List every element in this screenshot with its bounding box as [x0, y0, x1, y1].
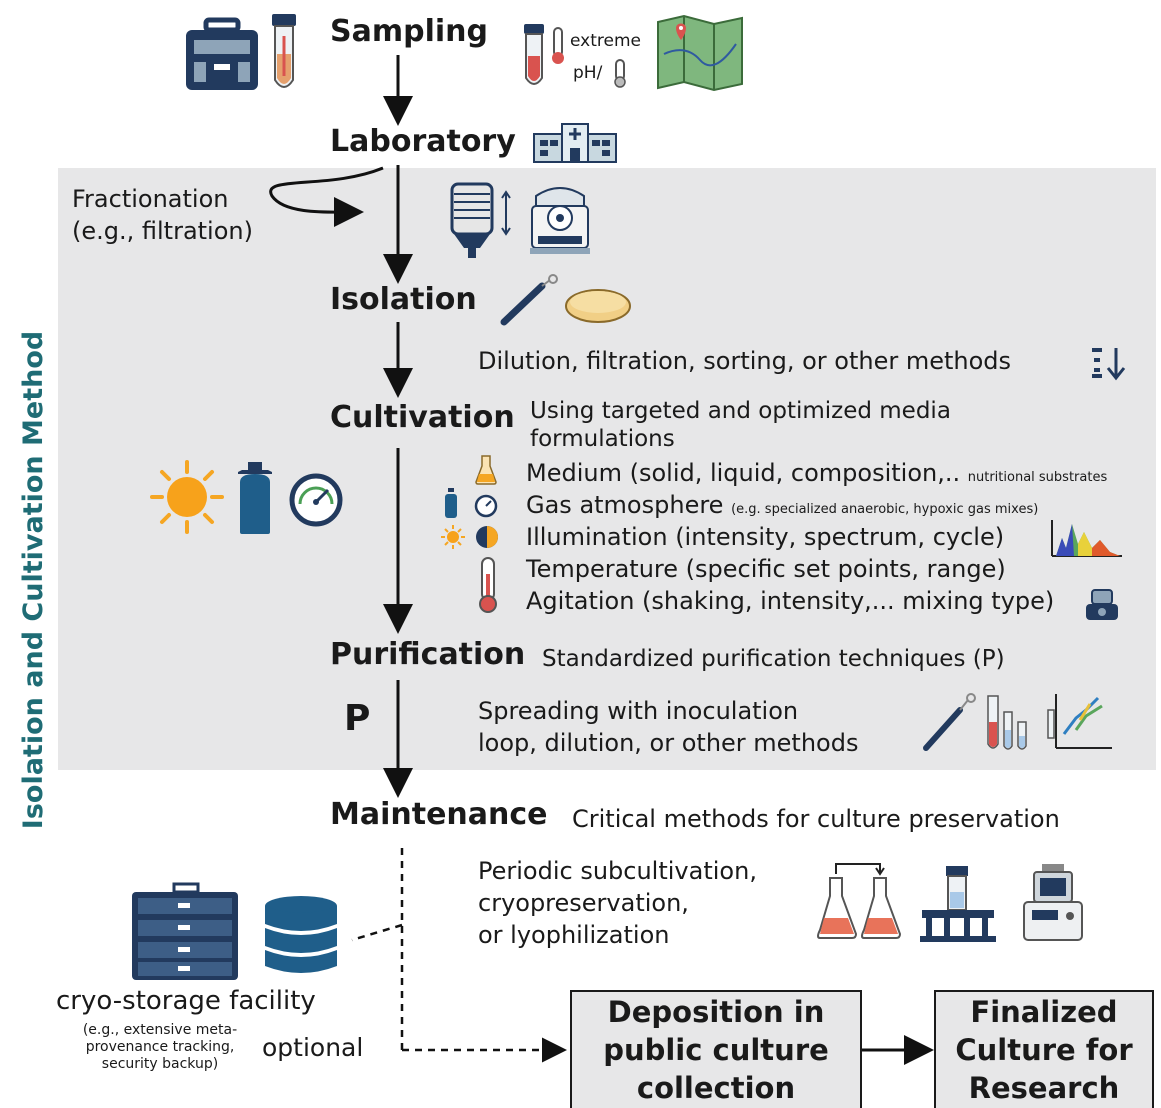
deposition-line1: Deposition in — [607, 995, 825, 1029]
small-gauge-icon — [474, 494, 498, 518]
temperature-condition: Temperature (specific set points, range) — [526, 555, 1006, 583]
laboratory-building-icon — [533, 123, 617, 163]
medium-condition-detail: nutritional substrates — [967, 470, 1108, 485]
small-gas-cylinder-icon — [445, 488, 457, 518]
spectrum-icon — [1051, 520, 1122, 557]
final-line1: Finalized — [970, 995, 1118, 1029]
step-isolation: Isolation — [330, 282, 477, 317]
shaker-icon — [1086, 589, 1118, 620]
map-icon — [657, 14, 743, 92]
finalized-culture-box: Finalized Culture for Research — [934, 990, 1154, 1108]
toolbox-icon — [186, 17, 258, 90]
preservation-line3: or lyophilization — [478, 921, 670, 949]
gas-cylinder-icon — [238, 462, 272, 534]
flask-icon — [475, 455, 497, 485]
step-cultivation: Cultivation — [330, 400, 515, 435]
fractionation-loop — [269, 166, 384, 228]
gauge-icon — [289, 473, 343, 527]
cryo-rack-icon — [920, 866, 996, 942]
deposition-line2: public culture — [603, 1033, 829, 1067]
optional-label: optional — [262, 1033, 364, 1062]
dilution-tubes-icon — [987, 695, 1027, 750]
small-sun-icon — [441, 525, 465, 549]
preservation-line1: Periodic subcultivation, — [478, 857, 757, 885]
cryo-detail-3: security backup) — [101, 1056, 219, 1072]
purification-note: Standardized purification techniques (P) — [542, 646, 1005, 672]
dashed-to-cryo — [351, 923, 403, 942]
step-purification: Purification — [330, 637, 526, 672]
cryo-title: cryo-storage facility — [56, 986, 316, 1016]
database-icon — [265, 896, 337, 973]
extreme-note: extreme — [570, 31, 641, 51]
preservation-line2: cryopreservation, — [478, 889, 689, 917]
centrifuge-icon — [530, 187, 590, 254]
deposition-line3: collection — [636, 1071, 796, 1105]
cryo-detail-1: (e.g., extensive meta- — [82, 1022, 238, 1038]
step-maintenance: Maintenance — [330, 797, 548, 832]
fractionation-line2: (e.g., filtration) — [72, 217, 253, 245]
gas-condition-detail: (e.g. specialized anaerobic, hypoxic gas… — [731, 502, 1039, 517]
spreading-line1: Spreading with inoculation — [478, 697, 799, 725]
deposition-box: Deposition in public culture collection — [570, 990, 862, 1108]
cryo-detail-2: provenance tracking, — [85, 1039, 235, 1055]
petri-dish-icon — [565, 289, 631, 323]
gas-condition: Gas atmosphere (e.g. specialized anaerob… — [526, 491, 1039, 519]
maintenance-note: Critical methods for culture preservatio… — [572, 805, 1060, 833]
sort-arrows-icon — [1092, 348, 1126, 381]
lyophilizer-icon — [1023, 864, 1083, 941]
fractionation-line1: Fractionation — [72, 185, 229, 213]
cultivation-note-line2: formulations — [530, 426, 675, 452]
tube-thermometer-icon — [524, 24, 564, 85]
isolation-cultivation-panel — [58, 168, 1156, 770]
sun-icon — [150, 460, 224, 534]
small-thermometer-icon — [614, 59, 626, 88]
step-sampling: Sampling — [330, 14, 488, 49]
filter-stack-icon — [450, 182, 511, 258]
loop-tool-icon — [923, 693, 976, 751]
isolation-note: Dilution, filtration, sorting, or other … — [478, 347, 1012, 375]
storage-cabinet-icon — [132, 882, 238, 980]
p-label: P — [344, 698, 371, 739]
ph-note: pH/ — [573, 63, 603, 83]
final-line2: Culture for — [955, 1033, 1133, 1067]
step-laboratory: Laboratory — [330, 124, 516, 159]
thermometer-icon — [479, 557, 497, 613]
inoculation-loop-icon — [500, 274, 558, 326]
agitation-condition: Agitation (shaking, intensity,... mixing… — [526, 587, 1055, 615]
subculture-flasks-icon — [817, 863, 902, 939]
sample-tube-icon — [272, 14, 296, 88]
sorting-plot-icon — [1047, 694, 1112, 749]
cultivation-note-line1: Using targeted and optimized media — [530, 398, 951, 424]
illumination-condition: Illumination (intensity, spectrum, cycle… — [526, 523, 1005, 551]
day-night-icon — [476, 526, 498, 548]
medium-condition: Medium (solid, liquid, composition,.. nu… — [526, 459, 1108, 487]
final-line3: Research — [968, 1071, 1120, 1105]
cryo-details: (e.g., extensive meta- provenance tracki… — [60, 1022, 260, 1073]
spreading-line2: loop, dilution, or other methods — [478, 729, 859, 757]
